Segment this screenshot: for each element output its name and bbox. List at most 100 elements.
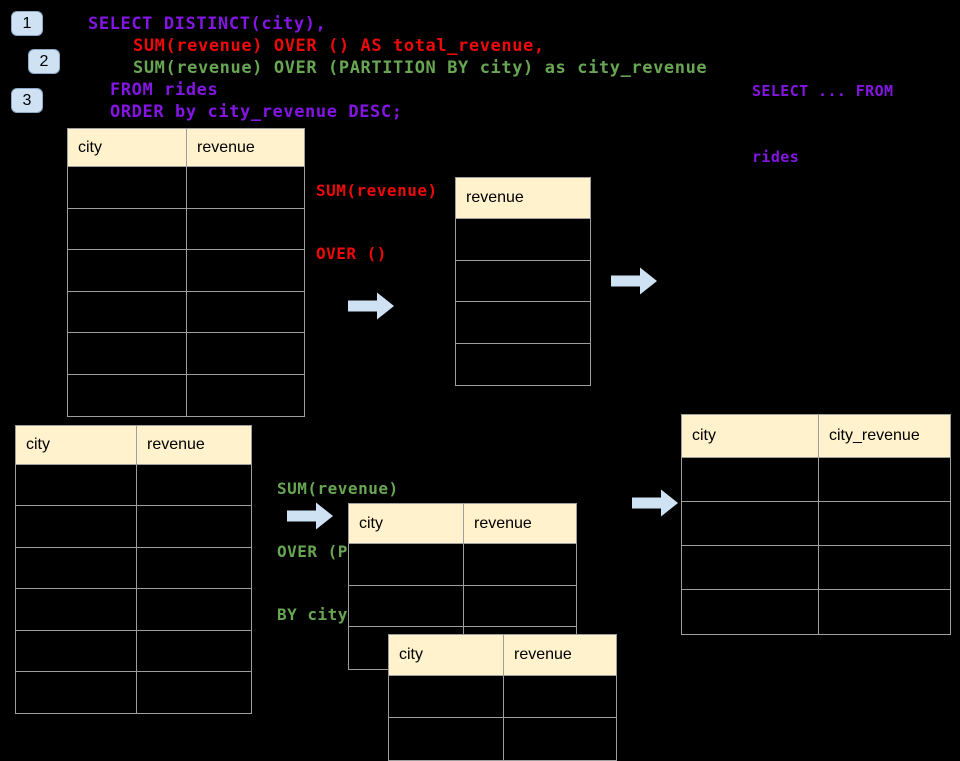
table-rides-input-top: city revenue	[67, 128, 305, 417]
empty-cell	[819, 458, 950, 502]
empty-cell	[819, 546, 950, 590]
sql-line-sum-partition: SUM(revenue) OVER (PARTITION BY city) as…	[133, 58, 708, 78]
table-header-row: city city_revenue	[682, 415, 950, 458]
column-header-city-revenue: city_revenue	[819, 415, 950, 458]
empty-cell	[456, 343, 590, 385]
table-row	[68, 167, 304, 209]
empty-cell	[456, 302, 590, 344]
column-header-city: city	[389, 635, 504, 676]
empty-cell	[68, 291, 187, 333]
empty-cell	[464, 585, 576, 627]
empty-cell	[137, 506, 251, 548]
step-badge-1-label: 1	[22, 14, 32, 32]
table-row	[456, 302, 590, 344]
column-header-revenue: revenue	[504, 635, 616, 676]
table-row	[68, 291, 304, 333]
empty-cell	[16, 589, 137, 631]
table-row	[68, 250, 304, 292]
table-row	[456, 343, 590, 385]
column-header-city: city	[682, 415, 819, 458]
empty-cell	[187, 374, 304, 416]
table-row	[349, 585, 576, 627]
side-note-select-from-rides: SELECT ... FROM rides	[752, 36, 893, 190]
side-note-line-2: rides	[752, 148, 800, 166]
arrow-right-icon	[287, 501, 333, 531]
side-note-line-1: SELECT ... FROM	[752, 82, 894, 100]
column-header-revenue: revenue	[456, 178, 590, 219]
empty-cell	[68, 374, 187, 416]
column-header-city: city	[349, 504, 464, 544]
table-header-row: city revenue	[389, 635, 616, 676]
empty-cell	[464, 544, 576, 586]
empty-cell	[349, 585, 464, 627]
table-row	[68, 374, 304, 416]
empty-cell	[68, 208, 187, 250]
empty-cell	[68, 333, 187, 375]
annotation-total-line-2: OVER ()	[316, 244, 387, 263]
table-body	[68, 167, 304, 416]
table-total-revenue-result: revenue	[455, 177, 591, 386]
empty-cell	[187, 208, 304, 250]
table-row	[682, 458, 950, 502]
table-city-revenue-result: city city_revenue	[681, 414, 951, 635]
annotation-partition-line-3: BY city)	[277, 605, 359, 624]
table-row	[16, 671, 251, 714]
table-row	[682, 590, 950, 634]
empty-cell	[16, 465, 137, 507]
empty-cell	[456, 260, 590, 302]
column-header-revenue: revenue	[464, 504, 576, 544]
table-row	[389, 718, 616, 760]
column-header-revenue: revenue	[187, 129, 304, 167]
table-header-row: revenue	[456, 178, 590, 219]
table-row	[16, 465, 251, 507]
empty-cell	[68, 167, 187, 209]
annotation-sum-over-total: SUM(revenue) OVER ()	[316, 138, 438, 285]
annotation-total-line-1: SUM(revenue)	[316, 181, 438, 200]
table-row	[349, 544, 576, 586]
table-row	[16, 506, 251, 548]
empty-cell	[16, 630, 137, 672]
column-header-city: city	[16, 426, 137, 465]
sql-line-select: SELECT DISTINCT(city),	[88, 14, 327, 34]
arrow-right-icon	[611, 266, 657, 296]
step-badge-2: 2	[28, 49, 60, 74]
table-body	[16, 465, 251, 714]
empty-cell	[16, 506, 137, 548]
empty-cell	[137, 465, 251, 507]
empty-cell	[16, 547, 137, 590]
arrow-right-icon	[632, 488, 678, 518]
table-row	[68, 333, 304, 375]
empty-cell	[819, 502, 950, 546]
step-badge-1: 1	[11, 11, 43, 36]
table-row	[16, 630, 251, 672]
empty-cell	[137, 589, 251, 631]
step-badge-3: 3	[11, 88, 43, 113]
table-row	[16, 547, 251, 590]
table-body	[389, 676, 616, 760]
column-header-revenue: revenue	[137, 426, 251, 465]
table-body	[682, 458, 950, 634]
empty-cell	[187, 333, 304, 375]
arrow-right-icon	[348, 291, 394, 321]
empty-cell	[187, 291, 304, 333]
empty-cell	[389, 676, 504, 718]
empty-cell	[137, 547, 251, 590]
empty-cell	[137, 671, 251, 714]
table-row	[682, 546, 950, 590]
empty-cell	[504, 676, 616, 718]
sql-line-sum-total: SUM(revenue) OVER () AS total_revenue,	[133, 36, 545, 56]
empty-cell	[819, 590, 950, 634]
empty-cell	[16, 671, 137, 714]
empty-cell	[187, 167, 304, 209]
empty-cell	[682, 502, 819, 546]
empty-cell	[682, 458, 819, 502]
empty-cell	[682, 546, 819, 590]
empty-cell	[187, 250, 304, 292]
table-row	[456, 219, 590, 261]
table-header-row: city revenue	[16, 426, 251, 465]
table-header-row: city revenue	[68, 129, 304, 167]
empty-cell	[137, 630, 251, 672]
table-row	[16, 589, 251, 631]
empty-cell	[68, 250, 187, 292]
step-badge-3-label: 3	[22, 91, 32, 109]
